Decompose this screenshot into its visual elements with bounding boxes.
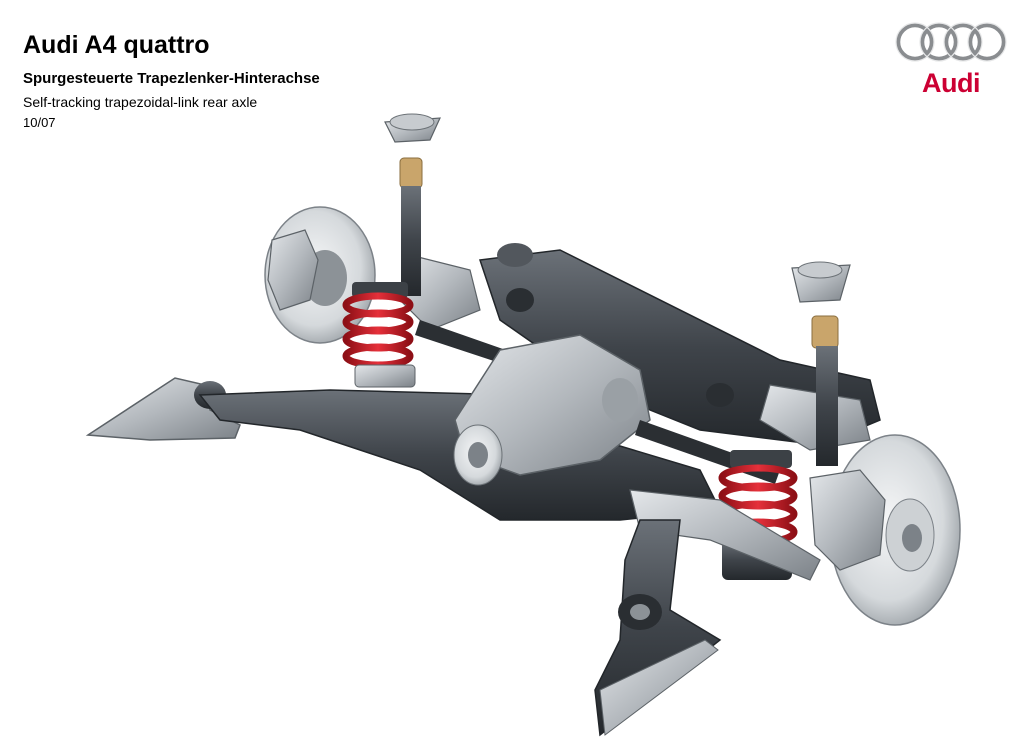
right-brake-assembly: [809, 434, 961, 626]
left-brake-assembly: [264, 206, 376, 344]
subtitle-english: Self-tracking trapezoidal-link rear axle: [23, 94, 258, 110]
left-drive-shaft: [415, 320, 520, 368]
left-coil-spring: [342, 282, 416, 388]
left-shock-absorber: [384, 113, 441, 296]
page-title: Audi A4 quattro: [23, 31, 210, 59]
right-shock-absorber: [791, 261, 851, 466]
rear-differential: [453, 334, 651, 486]
right-upper-arm: [759, 384, 871, 451]
header: Audi A4 quattro Spurgesteuerte Trapezlen…: [23, 30, 320, 132]
date-label: 10/07: [23, 115, 56, 130]
right-mounting-bracket: [594, 519, 722, 737]
four-rings-icon: [895, 22, 1007, 62]
audi-wordmark: Audi: [922, 68, 981, 98]
subtitle-german: Spurgesteuerte Trapezlenker-Hinterachse: [23, 70, 320, 87]
audi-logo: Audi: [893, 20, 1009, 100]
